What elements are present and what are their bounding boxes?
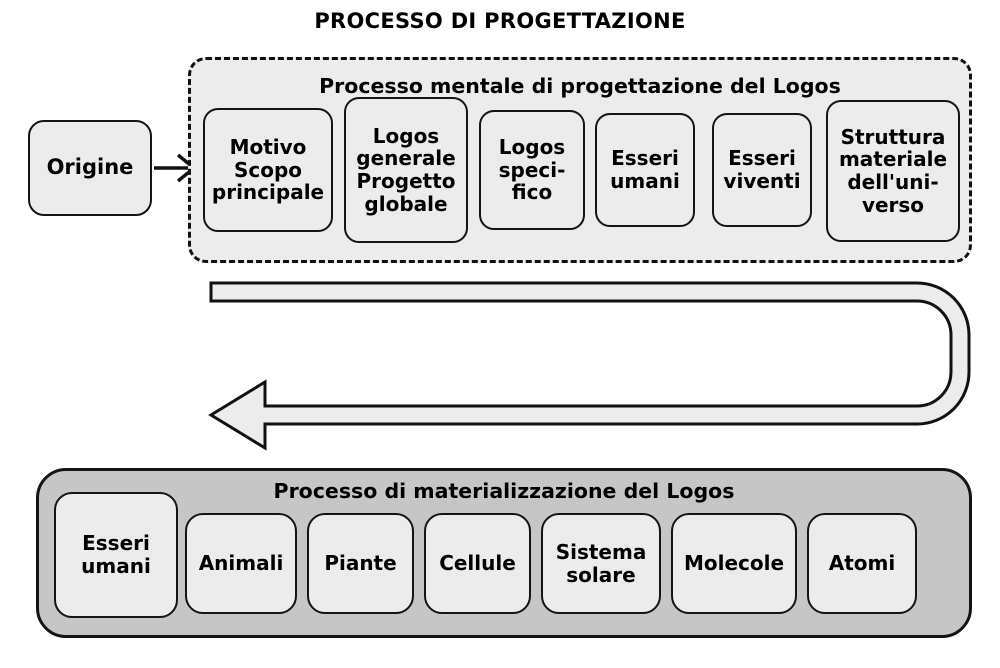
- mental-process-title: Processo mentale di progettazione del Lo…: [319, 74, 841, 98]
- node-origine: Origine: [28, 120, 152, 216]
- node-molecole: Molecole: [671, 513, 797, 614]
- node-esseri-umani: Esseri umani: [595, 113, 695, 227]
- node-cellule: Cellule: [424, 513, 531, 614]
- node-piante: Piante: [307, 513, 414, 614]
- u-turn-arrow-icon: [208, 281, 971, 451]
- node-sistema-solare: Sistema solare: [541, 513, 661, 614]
- node-logos-speci-fico: Logos speci- fico: [479, 110, 585, 230]
- node-atomi: Atomi: [807, 513, 917, 614]
- node-esseri-umani: Esseri umani: [54, 492, 178, 618]
- node-esseri-viventi: Esseri viventi: [712, 113, 812, 227]
- node-animali: Animali: [185, 513, 297, 614]
- node-motivo-scopo-principale: Motivo Scopo principale: [203, 108, 333, 232]
- materialization-process-title: Processo di materializzazione del Logos: [273, 479, 735, 503]
- page-title: PROCESSO DI PROGETTAZIONE: [314, 9, 686, 33]
- node-struttura-materiale-delluni-verso: Struttura materiale dell'uni- verso: [826, 100, 960, 242]
- node-logos-generale-progetto-globale: Logos generale Progetto globale: [344, 97, 468, 243]
